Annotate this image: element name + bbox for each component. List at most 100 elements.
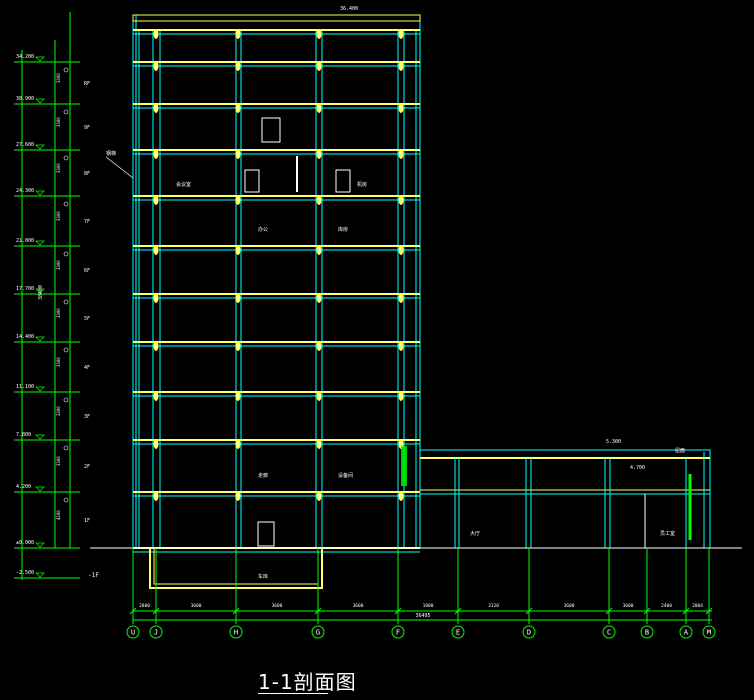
storey-dim: 3300: [56, 308, 61, 318]
level-marker: [35, 288, 45, 294]
floor-label: 3F: [84, 414, 90, 420]
level-marker: [35, 56, 45, 62]
storey-dim: 3300: [56, 73, 61, 83]
elevation-column: -2.500±0.0004.2007.80011.10014.40017.700…: [14, 12, 99, 580]
axis-label: M: [707, 629, 711, 637]
elevation-text: ±0.000: [16, 540, 34, 546]
bay-dim-text: 1800: [423, 603, 434, 609]
axis-bubble: [311, 625, 325, 639]
elevation-text: 11.100: [16, 384, 34, 390]
axis-label: U: [131, 629, 135, 637]
floor-label: 4F: [84, 365, 90, 371]
column-head: [316, 29, 322, 39]
level-marker: [35, 144, 45, 150]
column-head: [316, 391, 322, 401]
storey-dim: 3300: [56, 406, 61, 416]
level-marker: [35, 240, 45, 246]
floor-label: 9F: [84, 125, 90, 131]
axis-bubble: [126, 625, 140, 639]
level-marker: [35, 486, 45, 492]
elevation-text: -2.500: [16, 570, 34, 576]
floor-label: 7F: [84, 219, 90, 225]
elevation-text: 30.900: [16, 96, 34, 102]
column-head: [235, 61, 241, 71]
room-label-hall: 大厅: [470, 530, 480, 537]
column-head: [316, 103, 322, 113]
bay-dim-text: 2004: [692, 603, 703, 609]
axis-label: D: [527, 629, 531, 637]
column-head: [235, 103, 241, 113]
column-head: [235, 491, 241, 501]
axis-label: F: [396, 629, 400, 637]
column-head: [235, 391, 241, 401]
axis-label: B: [645, 629, 649, 637]
axis-label: H: [234, 629, 238, 637]
window-marker: [63, 445, 69, 451]
axis-bubble: [602, 625, 616, 639]
window-marker: [63, 497, 69, 503]
column-head: [398, 391, 404, 401]
floor-label: 8F: [84, 171, 90, 177]
room-label-staff: 员工室: [660, 530, 675, 537]
axis-label: C: [607, 629, 611, 637]
axis-bubble: [640, 625, 654, 639]
column-head: [153, 103, 159, 113]
roof-label: 屋面: [675, 448, 685, 454]
level-marker: [35, 386, 45, 392]
elevation-text: 17.700: [16, 286, 34, 292]
column-head: [316, 293, 322, 303]
column-head: [398, 341, 404, 351]
room-label-meeting: 会议室: [176, 181, 191, 188]
elevation-text: 7.800: [16, 432, 31, 438]
column-head: [398, 491, 404, 501]
axis-bubble: [149, 625, 163, 639]
floor-label: RF: [84, 81, 90, 87]
column-head: [316, 341, 322, 351]
bay-dim-text: 3120: [488, 603, 499, 609]
column-head: [398, 293, 404, 303]
room-label-storage: 库房: [338, 226, 348, 233]
elevation-text: 21.000: [16, 238, 34, 244]
elevation-text: 24.300: [16, 188, 34, 194]
column-head: [235, 149, 241, 159]
tower: [132, 14, 421, 553]
tower-column-heads: [153, 29, 404, 501]
bay-dim-text: 2800: [139, 603, 150, 609]
axis-label: J: [154, 629, 158, 637]
column-head: [398, 29, 404, 39]
level-marker: [35, 336, 45, 342]
column-head: [153, 195, 159, 205]
axis-bubble: [702, 625, 716, 639]
column-head: [153, 293, 159, 303]
floor-label: 1F: [84, 518, 90, 524]
room-label-corridor: 走廊: [258, 472, 268, 479]
floor-label: 2F: [84, 464, 90, 470]
column-head: [398, 245, 404, 255]
title-underline: [258, 693, 328, 694]
level-marker: [35, 98, 45, 104]
window-marker: [63, 67, 69, 73]
column-head: [316, 491, 322, 501]
bay-dim-text: 3600: [353, 603, 364, 609]
bay-dim-text: 3600: [272, 603, 283, 609]
column-head: [153, 341, 159, 351]
column-head: [153, 439, 159, 449]
column-head: [398, 195, 404, 205]
floor-label: 6F: [84, 268, 90, 274]
level-marker: [35, 542, 45, 548]
elevation-text: 27.600: [16, 142, 34, 148]
room-labels: 会议室 机房 办公 库房 走廊 设备间 车库 大厅 员工室 钢梯 36.400 …: [106, 6, 685, 580]
storey-dim: 3300: [56, 357, 61, 367]
bay-dim-text: 3600: [623, 603, 634, 609]
column-head: [398, 149, 404, 159]
column-head: [398, 61, 404, 71]
column-head: [316, 149, 322, 159]
column-head: [153, 245, 159, 255]
column-head: [153, 391, 159, 401]
room-label-machine: 机房: [357, 181, 367, 188]
column-head: [153, 491, 159, 501]
storey-dim: 3300: [56, 163, 61, 173]
axis-label: G: [316, 629, 320, 637]
window-marker: [63, 251, 69, 257]
